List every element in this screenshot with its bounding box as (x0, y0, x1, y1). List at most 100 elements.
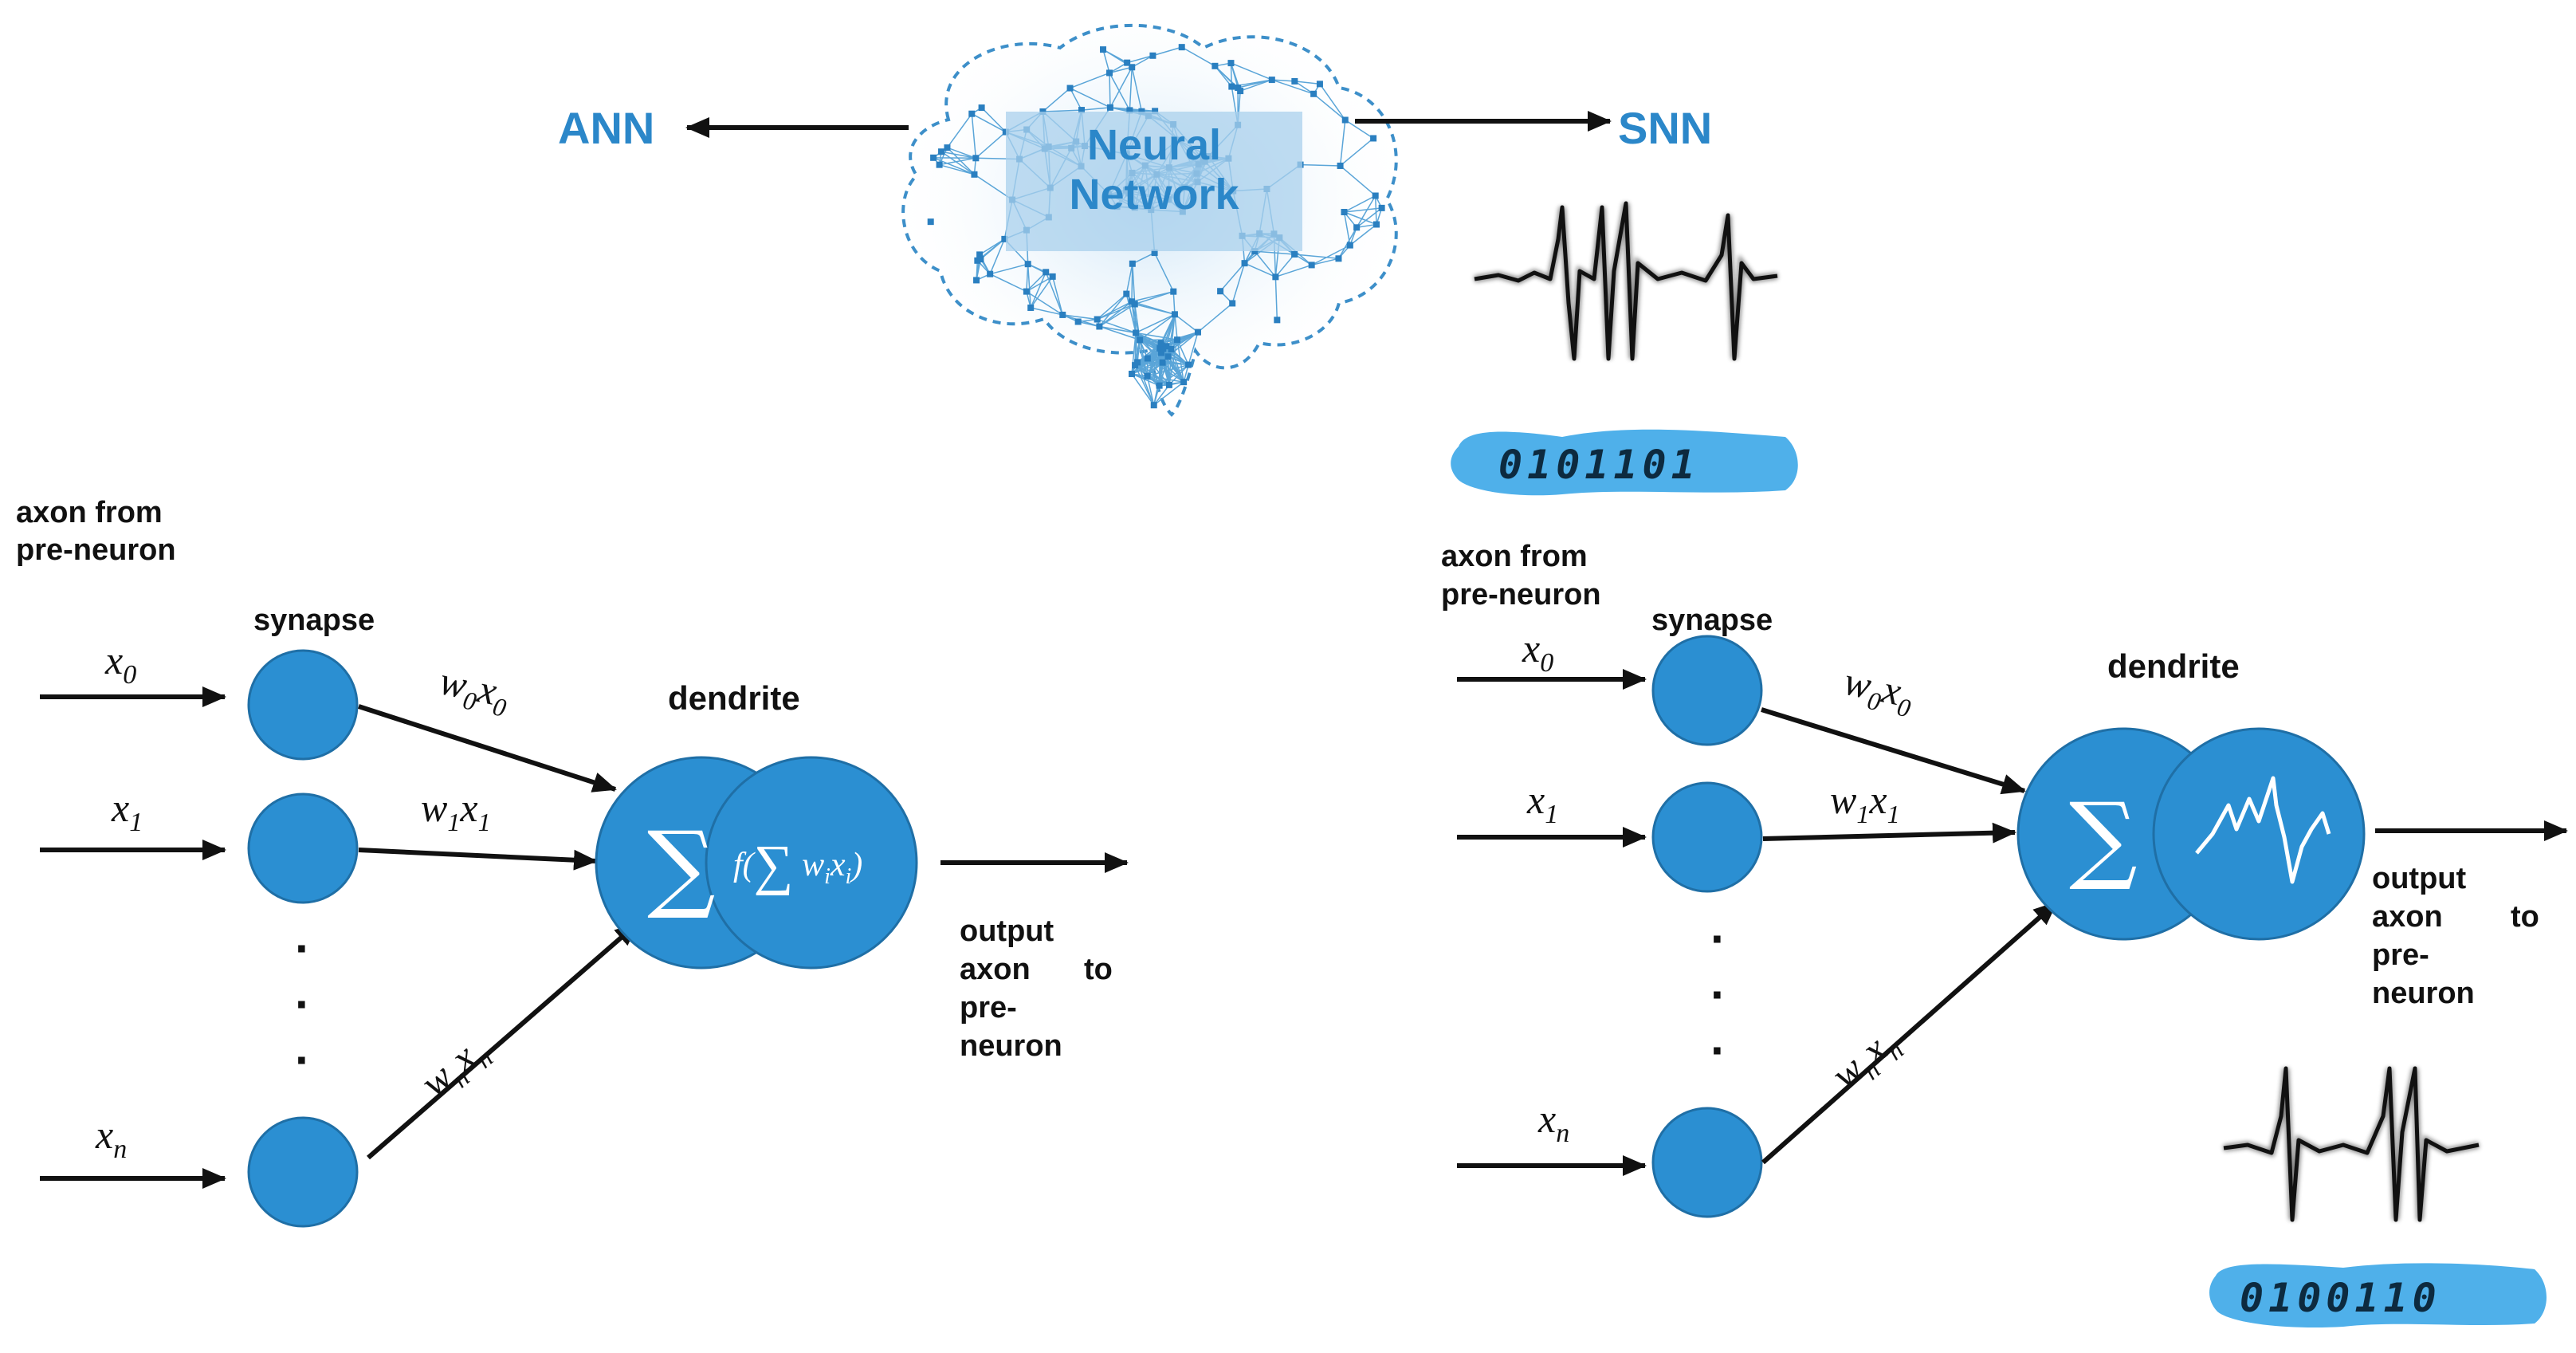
brain-mesh-node (1229, 300, 1236, 307)
brain-mesh-node (1211, 62, 1219, 69)
brain-mesh-node (1346, 242, 1353, 249)
brain-mesh-node (1078, 107, 1086, 114)
input-binary-text: 0101101 (1498, 442, 1700, 488)
brain-mesh-node (1160, 345, 1167, 352)
snn-neuron-diagram: axon from pre-neuron synapse dendrite x0… (1441, 540, 2568, 1328)
ann-synapse-label: synapse (253, 604, 375, 637)
brain-mesh-edge (1137, 361, 1170, 386)
brain-mesh-node (1180, 379, 1188, 386)
brain-mesh-edge (1099, 325, 1141, 341)
brain-mesh-edge (1300, 163, 1341, 167)
brain-mesh-node (1129, 64, 1136, 71)
brain-mesh-edge (1153, 384, 1170, 406)
brain-mesh-edge (1126, 55, 1153, 64)
brain-mesh-node (1272, 273, 1279, 281)
brain-mesh-edge (1319, 83, 1346, 120)
brain-mesh-edge (940, 151, 976, 159)
brain-mesh-edge (1051, 276, 1063, 316)
brain-illustration: Neural Network (901, 23, 1398, 417)
brain-mesh-edge (1031, 307, 1063, 316)
brain-mesh-edge (1344, 211, 1377, 226)
brain-mesh-node (1134, 359, 1141, 366)
snn-spike-node (2152, 727, 2366, 941)
brain-mesh-node (1268, 77, 1275, 84)
snn-spike-waveform-icon (2195, 776, 2331, 884)
brain-mesh-node (1316, 81, 1323, 88)
ann-ellipsis-2: · (295, 977, 311, 1031)
ann-activation-node (705, 756, 918, 970)
brain-mesh-edge (981, 107, 1007, 133)
brain-mesh-edge (980, 238, 1005, 260)
brain-mesh-edge (989, 263, 1028, 275)
brain-mesh-node (1194, 328, 1201, 336)
brain-mesh-edge (1313, 93, 1346, 121)
brain-mesh-edge (1311, 244, 1351, 266)
snn-label: SNN (1618, 103, 1712, 153)
brain-mesh-node (1174, 336, 1181, 344)
brain-mesh-edge (1109, 66, 1133, 74)
brain-mesh-edge (1027, 264, 1031, 309)
brain-mesh-node (1100, 46, 1107, 53)
brain-mesh-edge (1174, 313, 1199, 333)
brain-mesh-node (1308, 262, 1315, 269)
brain-mesh-node (973, 277, 980, 284)
brain-mesh-node (1227, 60, 1235, 67)
snn-weight-1: w1x1 (1830, 777, 1900, 828)
brain-mesh-edge (1255, 250, 1295, 255)
brain-mesh-node (1378, 204, 1385, 211)
brain-mesh-edge (1160, 313, 1176, 344)
brain-mesh-edge (1109, 66, 1133, 108)
brain-mesh-edge (989, 273, 1027, 293)
brain-mesh-edge (1294, 81, 1321, 85)
brain-mesh-node (1001, 235, 1008, 242)
brain-mesh-node (1291, 250, 1298, 258)
brain-mesh-edge (989, 238, 1006, 274)
brain-mesh-edge (947, 147, 976, 159)
brain-mesh-edge (946, 113, 972, 148)
brain-mesh-edge (1356, 207, 1383, 228)
brain-mesh-edge (1097, 301, 1133, 321)
brain-mesh-edge (1153, 46, 1182, 57)
brain-mesh-edge (1274, 277, 1278, 321)
ann-output-line4: neuron (960, 1029, 1062, 1063)
brain-mesh-node (1152, 108, 1159, 115)
ann-output-line3: pre- (960, 991, 1017, 1025)
brain-mesh-node (1128, 298, 1135, 305)
snn-input-n: xn (1537, 1096, 1569, 1148)
brain-mesh-node (1353, 224, 1361, 231)
brain-mesh-edge (1135, 332, 1178, 340)
brain-mesh-edge (1097, 303, 1136, 321)
brain-mesh-node (974, 257, 981, 264)
ann-weight-0: w0x0 (434, 658, 513, 722)
brain-mesh-node (971, 171, 978, 178)
brain-mesh-node (1185, 361, 1192, 368)
brain-mesh-node (1150, 402, 1157, 409)
brain-mesh-edge (1357, 223, 1377, 229)
ann-weight-1: w1x1 (421, 785, 491, 836)
brain-mesh-edge (1131, 67, 1143, 112)
ann-sum-symbol: ∑ (647, 812, 716, 922)
brain-mesh-edge (1131, 55, 1153, 68)
brain-mesh-node (1106, 69, 1113, 77)
ann-synapse-n (247, 1116, 359, 1228)
brain-mesh-edge (1349, 223, 1377, 246)
brain-mesh-edge (1339, 120, 1346, 167)
brain-mesh-node (1310, 90, 1317, 97)
ann-axon-label-line1: axon from (16, 496, 163, 529)
brain-mesh-node (1372, 192, 1379, 199)
snn-sum-symbol: ∑ (2069, 783, 2138, 894)
brain-mesh-node (1138, 108, 1145, 115)
brain-mesh-node (1170, 288, 1177, 295)
ann-output-line2a: axon (960, 953, 1031, 986)
brain-mesh-node (1241, 260, 1248, 267)
brain-mesh-edge (1045, 272, 1063, 316)
snn-output-line2a: axon (2372, 900, 2443, 934)
brain-mesh-node (936, 161, 943, 168)
brain-mesh-edge (1172, 291, 1176, 315)
brain-mesh-node (1337, 162, 1344, 169)
brain-mesh-edge (1131, 373, 1160, 387)
brain-mesh-edge (979, 238, 1005, 256)
ann-ellipsis-3: · (295, 1033, 311, 1087)
brain-mesh-node (968, 110, 976, 117)
brain-mesh-edge (1219, 262, 1246, 292)
